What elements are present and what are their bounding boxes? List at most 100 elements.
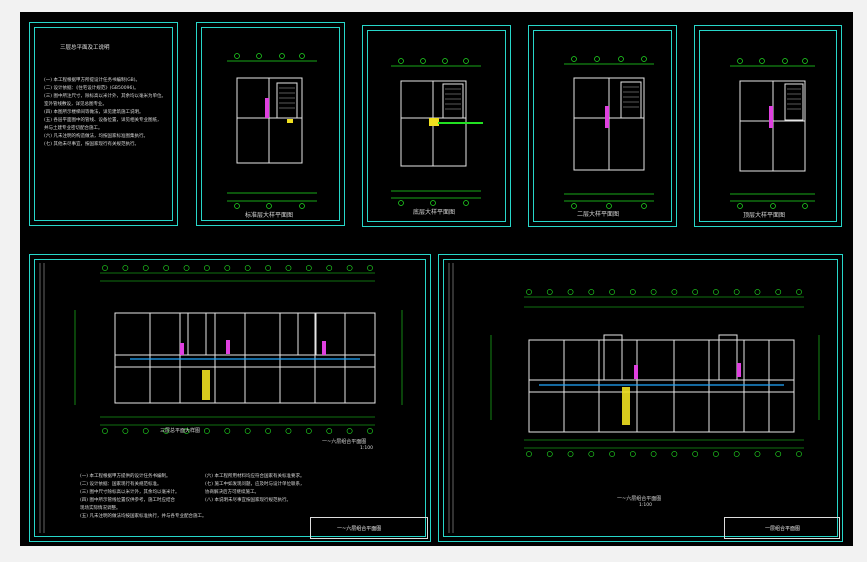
note-line: 现场实际情况调整。 xyxy=(80,506,121,511)
axis-bubble xyxy=(588,451,595,457)
floor-plan-detail-drawing xyxy=(564,56,654,209)
note-line: 协商解决后方可继续施工。 xyxy=(205,490,259,495)
axis-bubble xyxy=(671,451,678,457)
sheet-caption: 标准层大样平面图 xyxy=(245,212,294,219)
note-line: (四) 图中所示管线位置仅供参考，施工时应结合 xyxy=(80,498,175,503)
title-block-text: 一层组合平面图 xyxy=(765,526,801,532)
axis-bubble xyxy=(526,289,532,295)
note-line: 室外管线敷设，详见总图专业。 xyxy=(44,102,107,107)
sheet-title: 三层总平面及工说明 xyxy=(60,45,110,51)
note-line: (一) 本工程根据甲方所提设计任务书编制(GB)。 xyxy=(44,78,141,83)
note-line: (四) 本图所示楼梯间等做法，详见建筑施工说明。 xyxy=(44,110,144,115)
axis-bubble xyxy=(244,265,251,271)
sheet-inner-frame xyxy=(367,30,506,222)
sheet-caption: 底层大样平面图 xyxy=(413,209,456,216)
axis-bubble xyxy=(796,451,802,457)
axis-bubble xyxy=(609,451,615,457)
plan-scale: 1:100 xyxy=(360,446,373,451)
axis-bubble xyxy=(122,428,129,434)
sheet-inner-frame xyxy=(533,30,672,222)
sheet-caption: 二层大样平面图 xyxy=(577,211,620,218)
note-line: 并与土建专业密切配合施工。 xyxy=(44,126,103,131)
axis-bubble xyxy=(163,265,170,271)
axis-bubble xyxy=(567,451,574,457)
axis-bubble xyxy=(305,265,312,271)
sheet-caption: 顶层大样平面图 xyxy=(743,212,786,219)
plan-label: 一~六层组合平面图 xyxy=(322,439,367,445)
axis-bubble xyxy=(142,428,149,434)
axis-bubble xyxy=(122,265,129,271)
axis-bubble xyxy=(183,265,190,271)
axis-bubble xyxy=(285,265,292,271)
sheet-combined-plan-b[interactable]: 一~六层组合平面图 1:100 一层组合平面图 xyxy=(438,254,843,542)
axis-bubble xyxy=(204,265,210,271)
plan-top-label: 三层总平面大样图 xyxy=(160,428,201,434)
sheet-general-notes[interactable]: 三层总平面及工说明 (一) 本工程根据甲方所提设计任务书编制(GB)。(二) 设… xyxy=(29,22,178,226)
axis-bubble xyxy=(526,451,532,457)
axis-bubble xyxy=(265,428,271,434)
axis-bubble xyxy=(733,451,740,457)
axis-bubble xyxy=(692,451,699,457)
sheet-inner-frame xyxy=(201,27,340,221)
cad-model-space[interactable]: 三层总平面及工说明 (一) 本工程根据甲方所提设计任务书编制(GB)。(二) 设… xyxy=(20,12,853,546)
axis-bubble xyxy=(326,428,333,434)
axis-bubble xyxy=(733,289,740,295)
sheet-second-floor-detail[interactable]: 二层大样平面图 xyxy=(528,25,677,227)
combined-floor-plan-drawing xyxy=(39,263,403,533)
axis-bubble xyxy=(204,428,210,434)
axis-bubble xyxy=(102,265,108,271)
title-block-text: 一~六层组合平面图 xyxy=(337,526,382,532)
title-block: 一~六层组合平面图 xyxy=(310,517,428,539)
axis-bubble xyxy=(609,289,615,295)
axis-bubble xyxy=(796,289,802,295)
floor-plan-detail-drawing xyxy=(730,58,815,209)
note-line: (三) 图中尺寸除标高以米计外，其余均以毫米计。 xyxy=(80,490,180,495)
axis-bubble xyxy=(326,265,333,271)
axis-bubble xyxy=(713,451,719,457)
axis-bubble xyxy=(367,265,373,271)
axis-bubble xyxy=(629,451,636,457)
axis-bubble xyxy=(244,428,251,434)
axis-bubble xyxy=(692,289,699,295)
sheet-standard-floor-detail[interactable]: 标准层大样平面图 xyxy=(196,22,345,226)
note-line: (八) 本说明未尽事宜按国家现行规范执行。 xyxy=(205,498,291,503)
note-line: (五) 凡未注明的做法均按国家标准执行，并与各专业配合施工。 xyxy=(80,514,207,519)
sheet-inner-frame xyxy=(34,27,173,221)
axis-bubble xyxy=(754,289,761,295)
sheet-ground-floor-detail[interactable]: 底层大样平面图 xyxy=(362,25,511,227)
axis-bubble xyxy=(224,428,231,434)
axis-bubble xyxy=(367,428,373,434)
axis-bubble xyxy=(346,428,353,434)
axis-bubble xyxy=(102,428,108,434)
axis-bubble xyxy=(671,289,678,295)
plan-label: 一~六层组合平面图 xyxy=(617,496,662,502)
sheet-combined-plan-a[interactable]: 三层总平面大样图 一~六层组合平面图 1:100 (一) 本工程根据甲方提供的设… xyxy=(29,254,431,542)
note-line: (一) 本工程根据甲方提供的设计任务书编制。 xyxy=(80,474,171,479)
sheet-inner-frame xyxy=(34,259,426,537)
axis-bubble xyxy=(224,265,231,271)
plan-scale: 1:100 xyxy=(639,503,652,508)
floor-plan-detail-drawing xyxy=(227,53,317,209)
note-line: (六) 凡未注明的构造做法，均按国家标准图集执行。 xyxy=(44,134,148,139)
axis-bubble xyxy=(754,451,761,457)
axis-bubble xyxy=(546,289,553,295)
axis-bubble xyxy=(546,451,553,457)
axis-bubble xyxy=(775,451,782,457)
axis-bubble xyxy=(142,265,149,271)
sheet-inner-frame xyxy=(443,259,838,537)
axis-bubble xyxy=(305,428,312,434)
axis-bubble xyxy=(183,428,190,434)
axis-bubble xyxy=(567,289,574,295)
title-block: 一层组合平面图 xyxy=(724,517,840,539)
axis-bubble xyxy=(163,428,170,434)
combined-floor-plan-drawing xyxy=(448,263,820,533)
axis-bubble xyxy=(650,451,657,457)
note-line: (七) 其他未尽事宜，按国家现行有关规范执行。 xyxy=(44,142,139,147)
note-line: (三) 图中所注尺寸，除标高以米计外，其余均以毫米为单位。 xyxy=(44,94,166,99)
axis-bubble xyxy=(346,265,353,271)
axis-bubble xyxy=(285,428,292,434)
axis-bubble xyxy=(713,289,719,295)
sheet-top-floor-detail[interactable]: 顶层大样平面图 xyxy=(694,25,842,227)
axis-bubble xyxy=(588,289,595,295)
